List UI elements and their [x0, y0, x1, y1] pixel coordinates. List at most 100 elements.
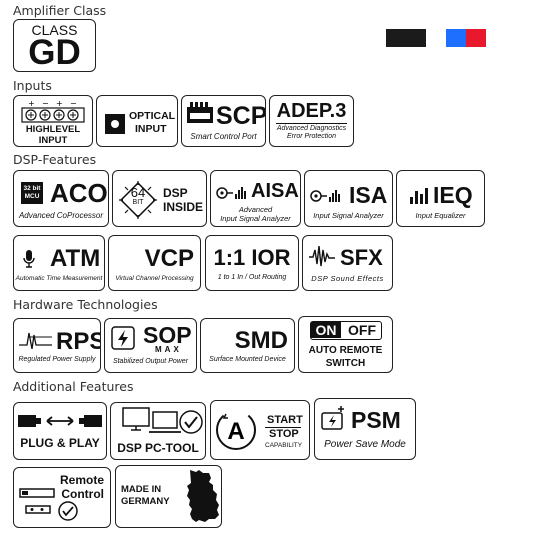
dsp-inside-line2: INSIDE: [163, 200, 204, 214]
optical-line2: INPUT: [135, 123, 167, 135]
color-swatch-blue-red[interactable]: [446, 29, 486, 47]
badge-class-gd: CLASS GD: [13, 19, 96, 72]
signal-analyzer-icon: [310, 190, 340, 202]
badge-aco: 32 bit MCU ACO Advanced CoProcessor: [13, 170, 109, 227]
dsp-inside-line1: DSP: [163, 186, 188, 200]
badge-vcp: VCP Virtual Channel Processing: [108, 235, 201, 291]
vcp-text: VCP: [144, 245, 194, 272]
svg-text:+: +: [56, 99, 63, 108]
start-stop-icon: A: [216, 409, 256, 450]
waveform-icon: [309, 246, 335, 267]
ieq-text: IEQ: [433, 182, 473, 208]
optical-line1: OPTICAL: [129, 110, 176, 122]
badge-plug-play: PLUG & PLAY: [13, 402, 107, 460]
plug-play-text: PLUG & PLAY: [20, 436, 100, 450]
section-amplifier-class: Amplifier Class: [13, 3, 107, 18]
dsp-pc-tool-text: DSP PC-TOOL: [117, 441, 199, 455]
ieq-sub: Input Equalizer: [415, 211, 466, 220]
capability-text: CAPABILITY: [265, 442, 303, 449]
germany-map-icon: [187, 470, 219, 522]
atm-text: ATM: [50, 245, 101, 272]
svg-text:−: −: [70, 99, 77, 108]
remote-line1: Remote: [59, 473, 104, 487]
computer-check-icon: [122, 407, 203, 434]
adep-text: ADEP.3: [276, 100, 347, 122]
rps-sub: Regulated Power Supply: [18, 356, 96, 363]
badge-smd: SMD Surface Mounted Device: [200, 318, 295, 373]
class-label: CLASS: [31, 22, 78, 38]
mcu-chip-icon: 32 bit MCU: [21, 182, 43, 204]
badge-scp: SCP Smart Control Port: [181, 95, 266, 147]
adep-sub2: Error Protection: [286, 133, 337, 140]
remote-line2: Control: [61, 487, 104, 501]
aco-sub: Advanced CoProcessor: [18, 211, 104, 220]
made-in-line2: GERMANY: [121, 496, 170, 507]
sfx-text: SFX: [340, 245, 383, 270]
auto-remote-line1: AUTO REMOTE: [308, 345, 383, 356]
on-off-switch-icon: ON OFF: [310, 321, 382, 340]
rps-text: RPS: [56, 328, 101, 355]
psm-sub: Power Save Mode: [324, 439, 406, 450]
psm-text: PSM: [351, 407, 401, 433]
badge-rps: RPS Regulated Power Supply: [13, 318, 101, 373]
badge-atm: ATM Automatic Time Measurement: [13, 235, 105, 291]
badge-sop: SOP MAX Stabilized Output Power: [104, 318, 197, 373]
badge-dsp-pc-tool: DSP PC-TOOL: [110, 402, 206, 460]
sfx-sub: DSP Sound Effects: [311, 274, 384, 283]
smd-text: SMD: [234, 327, 288, 354]
dsp-chip-64: 64: [130, 185, 146, 200]
badge-made-in-germany: MADE IN GERMANY: [115, 465, 222, 528]
badge-dsp-inside: 64 BIT DSP INSIDE: [112, 170, 207, 227]
atm-sub: Automatic Time Measurement: [15, 275, 103, 282]
isa-text: ISA: [349, 182, 388, 208]
badge-ior: 1:1 IOR 1 to 1 In / Out Routing: [205, 235, 299, 291]
auto-remote-line2: SWITCH: [325, 358, 366, 369]
battery-plus-icon: [321, 406, 344, 430]
color-swatch-black[interactable]: [386, 29, 426, 47]
sop-sub: Stabilized Output Power: [112, 358, 189, 365]
ior-text: 1:1 IOR: [213, 245, 291, 270]
badge-sfx: SFX DSP Sound Effects: [302, 235, 393, 291]
svg-text:+: +: [28, 99, 35, 108]
vcp-sub: Virtual Channel Processing: [115, 275, 194, 282]
aisa-text: AISA: [251, 180, 299, 202]
badge-aisa: AISA Advanced Input Signal Analyzer: [210, 170, 301, 227]
remote-control-icon: [19, 488, 78, 521]
aisa-sub2: Input Signal Analyzer: [220, 214, 291, 223]
scp-text: SCP: [216, 102, 266, 130]
microphone-icon: [23, 250, 35, 268]
badge-start-stop: A START STOP CAPABILITY: [210, 400, 310, 460]
adep-divider: [276, 123, 347, 124]
signal-analyzer-icon: [216, 187, 246, 199]
section-additional-features: Additional Features: [13, 379, 134, 394]
section-inputs: Inputs: [13, 78, 52, 93]
dsp-chip-bit: BIT: [132, 199, 144, 206]
power-bolt-icon: [111, 326, 135, 350]
power-line-icon: [19, 332, 52, 349]
stop-text: STOP: [269, 428, 299, 440]
sop-text: SOP: [143, 322, 192, 348]
badge-isa: ISA Input Signal Analyzer: [304, 170, 393, 227]
switch-off: OFF: [348, 322, 376, 338]
terminal-block-icon: + − + −: [21, 99, 85, 123]
adep-sub1: Advanced Diagnostics: [276, 125, 347, 132]
badge-remote-control: Remote Control: [13, 467, 111, 528]
highlevel-line1: HIGHLEVEL: [25, 124, 81, 135]
badge-optical-input: OPTICAL INPUT: [96, 95, 178, 147]
aco-text: ACO: [50, 178, 108, 208]
badge-highlevel-input: + − + − HIGHLEVEL INPUT: [13, 95, 93, 147]
svg-text:−: −: [42, 99, 49, 108]
switch-on: ON: [311, 322, 341, 338]
ior-sub: 1 to 1 In / Out Routing: [217, 274, 287, 281]
section-dsp-features: DSP-Features: [13, 152, 97, 167]
swatch-blue-half: [446, 29, 466, 47]
aisa-sub1: Advanced: [238, 205, 273, 214]
smd-sub: Surface Mounted Device: [209, 356, 286, 363]
start-text: START: [267, 414, 303, 426]
scp-sub: Smart Control Port: [190, 132, 257, 141]
swatch-red-half: [466, 29, 486, 47]
connector-icon: [187, 102, 213, 123]
badge-auto-remote: ON OFF AUTO REMOTE SWITCH: [298, 316, 393, 373]
made-in-line1: MADE IN: [121, 484, 162, 495]
svg-text:A: A: [227, 418, 244, 445]
